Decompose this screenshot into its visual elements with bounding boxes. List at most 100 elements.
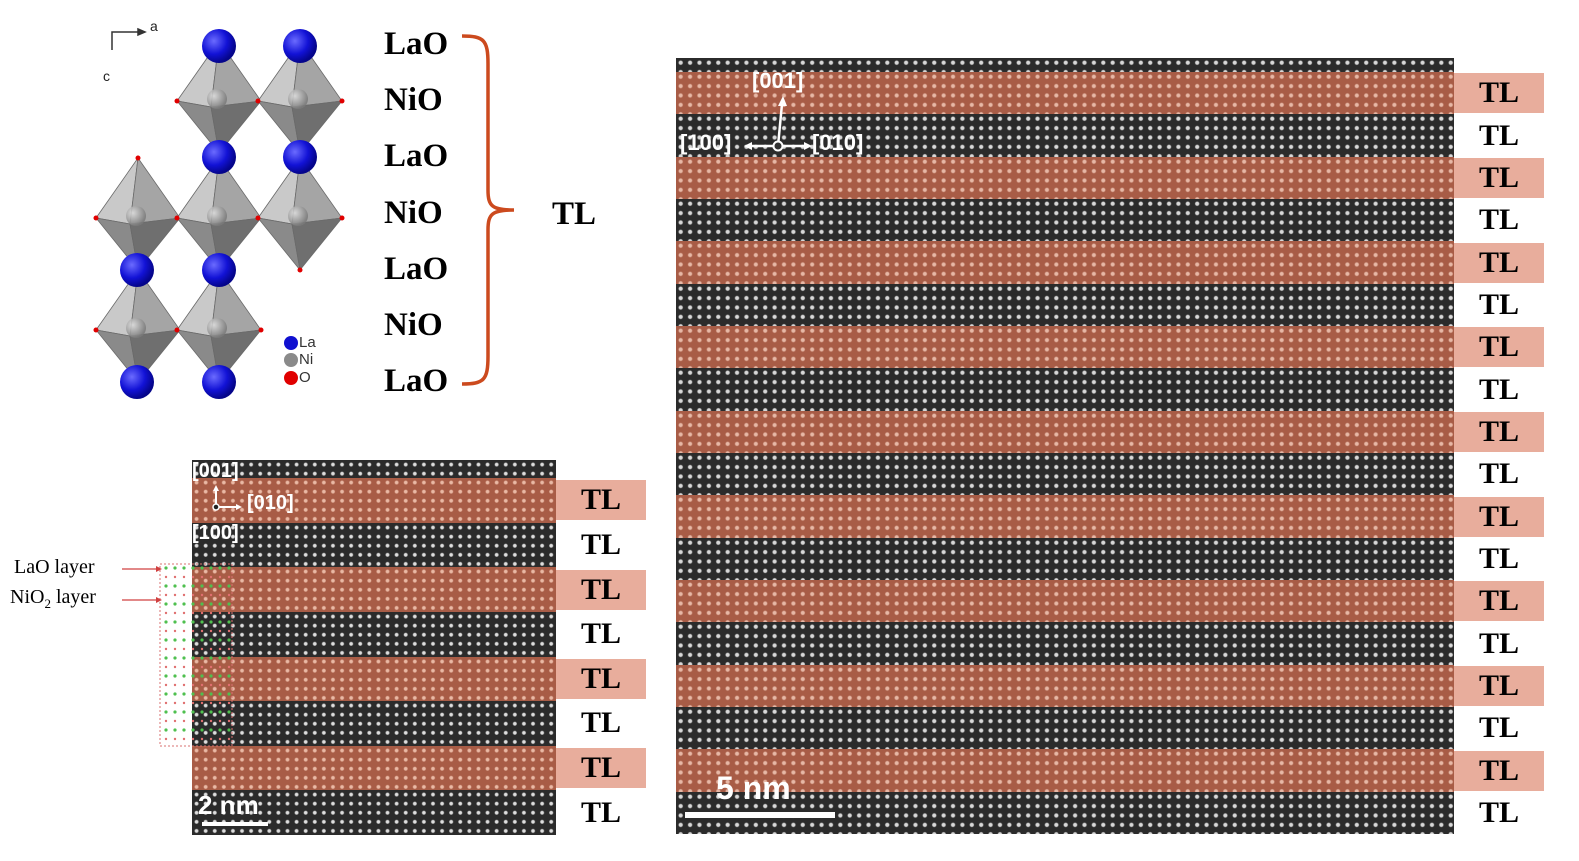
nio2-tail: layer (50, 586, 96, 608)
o-atom (297, 267, 303, 273)
o-atom (93, 327, 99, 333)
large-tl-label-4: TL (1478, 203, 1520, 237)
large-band-16 (676, 707, 1454, 750)
tl-bracket (461, 34, 515, 386)
small-tl-label-7: TL (556, 748, 646, 789)
large-tl-label-13: TL (1454, 581, 1544, 622)
large-band-9 (676, 410, 1454, 454)
la-atom (283, 140, 317, 174)
large-scale-label: 5 nm (716, 770, 791, 806)
large-tl-label-6: TL (1478, 287, 1520, 321)
small-axis-arrows (212, 485, 242, 511)
axis-c-label: c (103, 68, 110, 84)
ni-atom (126, 318, 146, 338)
la-atom (120, 365, 154, 399)
ni-atom (207, 206, 227, 226)
large-band-10 (676, 453, 1454, 496)
large-tl-label-5: TL (1454, 242, 1544, 283)
large-band-3 (676, 156, 1454, 200)
o-atom (93, 215, 99, 221)
small-tl-label-3: TL (556, 569, 646, 610)
small-tl-label-5: TL (556, 658, 646, 699)
bracket-tl-label: TL (552, 196, 597, 232)
large-dir-001: [001] (752, 68, 804, 93)
la-atom (120, 253, 154, 287)
o-atom (255, 215, 261, 221)
layer-label-3: LaO (384, 138, 449, 174)
small-band-5 (192, 656, 556, 702)
o-atom (174, 98, 180, 104)
nio2-sub: 2 (44, 596, 51, 611)
large-tl-label-12: TL (1478, 541, 1520, 575)
o-atom-icon (284, 370, 298, 385)
large-band-1 (676, 72, 1454, 115)
large-tl-label-2: TL (1478, 118, 1520, 152)
o-atom (174, 215, 180, 221)
large-band-7 (676, 326, 1454, 369)
small-tl-label-8: TL (580, 795, 622, 829)
legend-o: O (284, 369, 311, 386)
ni-atom (207, 318, 227, 338)
layer-label-5: LaO (384, 251, 449, 287)
small-tl-label-2: TL (580, 527, 622, 561)
o-atom (339, 215, 345, 221)
large-band-11 (676, 495, 1454, 539)
ni-atom (126, 206, 146, 226)
legend-ni: Ni (284, 351, 313, 368)
ni-atom (207, 89, 227, 109)
large-band-18 (676, 791, 1454, 834)
large-band-17 (676, 749, 1454, 793)
large-tl-label-10: TL (1478, 457, 1520, 491)
layer-label-1: LaO (384, 26, 449, 62)
crystal-structure-panel: a c La Ni O (0, 0, 360, 420)
la-atom-icon (284, 335, 298, 350)
layer-label-7: LaO (384, 363, 449, 399)
layer-label-4: NiO (384, 195, 443, 231)
small-dir-010: [010] (247, 492, 294, 514)
axis-a-label: a (150, 18, 158, 34)
legend-ni-label: Ni (299, 351, 314, 368)
large-band-5 (676, 241, 1454, 285)
large-tl-label-1: TL (1454, 73, 1544, 114)
la-atom (202, 140, 236, 174)
small-band-6 (192, 701, 556, 747)
large-tl-label-8: TL (1478, 372, 1520, 406)
large-tl-label-11: TL (1454, 496, 1544, 537)
small-scale-bar (202, 822, 268, 826)
small-band-7 (192, 745, 556, 791)
large-band-13 (676, 580, 1454, 623)
atom-overlay (159, 563, 233, 747)
la-atom (202, 253, 236, 287)
large-tl-label-17: TL (1454, 750, 1544, 791)
o-atom (339, 98, 345, 104)
large-band-15 (676, 664, 1454, 708)
ni-atom-icon (284, 352, 298, 367)
ni-atom (288, 206, 308, 226)
ni-atom (288, 89, 308, 109)
layer-label-6: NiO (384, 307, 443, 343)
stem-image-large (676, 58, 1454, 834)
small-tl-label-4: TL (580, 617, 622, 651)
large-band-6 (676, 283, 1454, 327)
large-tl-label-7: TL (1454, 327, 1544, 368)
stem-image-small (192, 460, 556, 835)
o-atom (135, 155, 141, 161)
axis-indicator (111, 27, 147, 50)
large-band-8 (676, 368, 1454, 412)
small-band-8 (192, 790, 556, 835)
o-atom (174, 327, 180, 333)
large-band-2 (676, 114, 1454, 158)
la-atom (202, 365, 236, 399)
o-atom (258, 327, 264, 333)
small-dir-001: [001] (192, 460, 239, 482)
large-band-12 (676, 537, 1454, 581)
small-scale-label: 2 nm (198, 790, 259, 820)
la-atoms (120, 29, 317, 399)
nio2-main: NiO (10, 586, 45, 608)
large-band-14 (676, 622, 1454, 666)
la-atom (283, 29, 317, 63)
crystal-structure-diagram (93, 27, 345, 399)
large-tl-label-18: TL (1478, 795, 1520, 829)
small-tl-label-6: TL (580, 706, 622, 740)
octahedra-group (93, 38, 345, 385)
